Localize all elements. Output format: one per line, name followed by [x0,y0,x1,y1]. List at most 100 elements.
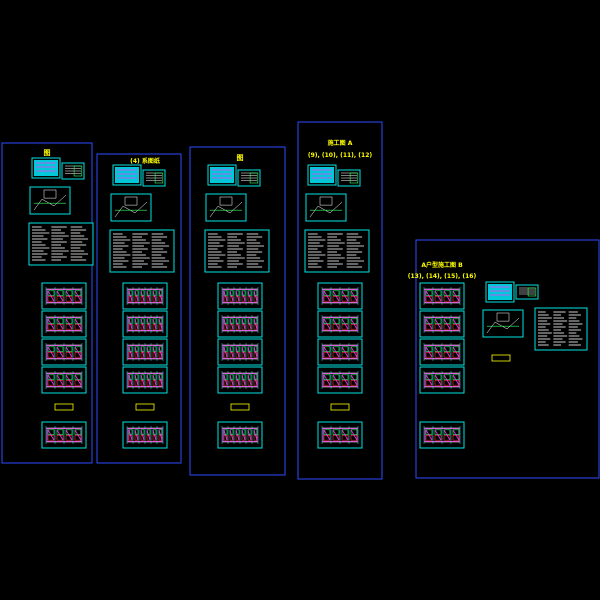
plan-outline [424,428,460,442]
plan-outline [46,428,82,442]
plan-diagonal [140,346,145,358]
plan-outline [127,317,163,331]
floor-plan-sheet [217,338,263,366]
plan-diagonal [350,374,358,386]
yellow-label-tag [54,403,74,411]
plan-diagonal [65,346,73,358]
plan-diagonal [158,429,163,441]
title-block-sheet [112,164,142,186]
plan-outline [127,289,163,303]
sheet-border [110,193,152,222]
sheet-border [534,307,588,351]
plan-diagonal [323,346,331,358]
floor-plan-sheet [317,338,363,366]
detail-sheet [337,169,361,187]
plan-diagonal [74,318,82,330]
floor-plan-sheet [419,366,465,394]
plan-diagonal [134,290,139,302]
plan-outline [46,373,82,387]
sheet-border [304,229,370,273]
detail-sheet [142,169,166,187]
plan-diagonal [425,290,433,302]
plan-diagonal [247,318,252,330]
floor-plan-sheet [419,421,465,449]
plan-diagonal [341,374,349,386]
floor-plan-sheet [317,366,363,394]
sheet-border [28,222,94,266]
plan-outline [127,428,163,442]
plan-diagonal [341,429,349,441]
plan-diagonal [56,429,64,441]
detail-box [154,172,164,184]
plan-diagonal [140,374,145,386]
section-box [319,196,333,206]
plan-diagonal [341,346,349,358]
section-box [219,196,233,206]
plan-diagonal [56,374,64,386]
sheet-border [29,186,71,215]
plan-diagonal [452,429,460,441]
title-block-fill [210,167,234,183]
yellow-label-tag [135,403,155,411]
section-box [496,312,510,322]
plan-diagonal [134,429,139,441]
yellow-label-tag [230,403,250,411]
title-block-fill [115,167,139,183]
plan-outline [322,317,358,331]
plan-diagonal [443,429,451,441]
plan-diagonal [452,318,460,330]
plan-diagonal [434,429,442,441]
notes-sheet [534,307,588,351]
sheet-group-4: 施工图 A (9), (10), (11), (12) [297,121,383,480]
floor-plan-sheet [41,310,87,338]
plan-diagonal [47,290,55,302]
plan-diagonal [323,290,331,302]
plan-diagonal [350,290,358,302]
plan-diagonal [241,374,246,386]
sheet-border [482,309,524,338]
plan-diagonal [235,374,240,386]
plan-diagonal [74,374,82,386]
plan-diagonal [332,429,340,441]
floor-plan-sheet [317,282,363,310]
plan-outline [127,345,163,359]
section-sheet [305,193,347,222]
section-profile [309,201,343,218]
floor-plan-sheet [41,282,87,310]
plan-diagonal [140,429,145,441]
plan-diagonal [350,429,358,441]
plan-diagonal [241,429,246,441]
section-sheet [205,193,247,222]
plan-diagonal [241,346,246,358]
section-profile [114,201,148,218]
plan-diagonal [223,318,228,330]
plan-diagonal [229,318,234,330]
floor-plan-sheet [217,310,263,338]
plan-diagonal [229,374,234,386]
plan-outline [322,428,358,442]
plan-diagonal [146,346,151,358]
yellow-label-tag [491,354,511,362]
notes-sheet [28,222,94,266]
plan-diagonal [229,346,234,358]
plan-outline [424,317,460,331]
plan-outline [424,373,460,387]
floor-plan-sheet [419,310,465,338]
plan-diagonal [323,318,331,330]
sheet-border [204,229,270,273]
plan-diagonal [152,429,157,441]
plan-diagonal [434,346,442,358]
plan-diagonal [229,290,234,302]
floor-plan-sheet [122,282,168,310]
floor-plan-sheet [122,366,168,394]
plan-diagonal [146,290,151,302]
plan-diagonal [247,346,252,358]
floor-plan-sheet [122,310,168,338]
floor-plan-sheet [217,282,263,310]
drawing-sheets [28,157,588,449]
floor-plan-sheet [41,338,87,366]
detail-sheet [237,169,261,187]
plan-diagonal [74,290,82,302]
floor-plan-sheet [317,421,363,449]
plan-diagonal [332,290,340,302]
